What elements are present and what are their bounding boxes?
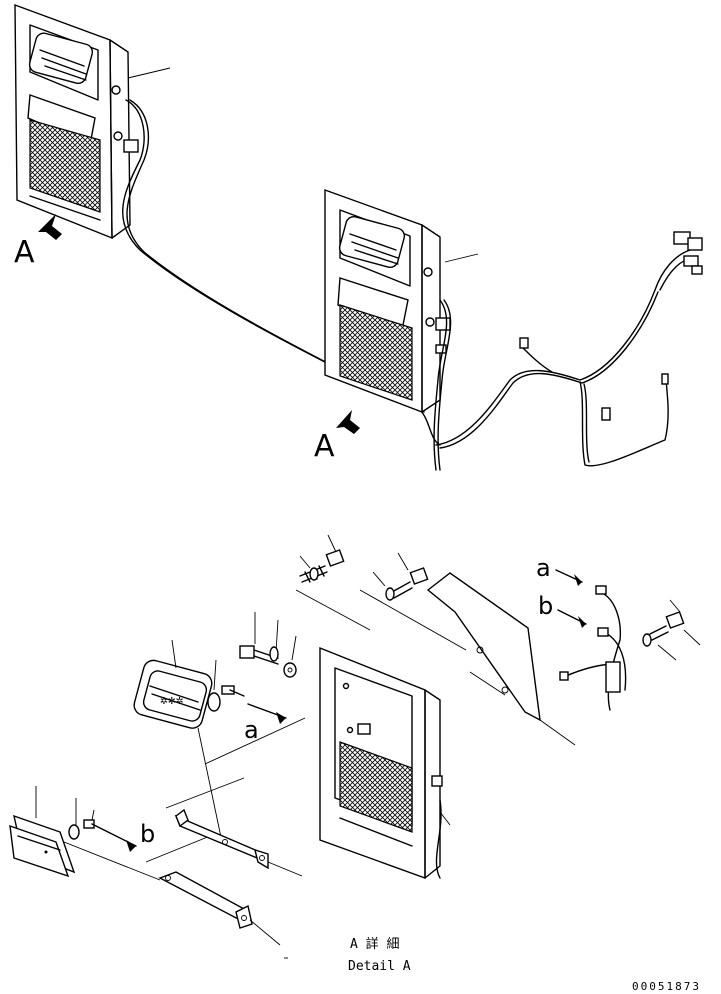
mounting-bracket (426, 572, 541, 722)
view-arrow-a-1: A (14, 214, 62, 270)
wire-harness-right (433, 231, 703, 471)
leader-line (127, 67, 171, 79)
lamp-housing (319, 646, 443, 879)
callout-a-right: a (536, 554, 551, 582)
callout-a-left: a (244, 716, 259, 744)
view-label-a-1: A (14, 235, 35, 270)
drawing-number: 00051873 (632, 980, 701, 993)
view-label-a-2: A (314, 429, 335, 464)
bolt (239, 645, 279, 665)
lamp-bracket (174, 808, 269, 870)
callout-b-left: b (140, 820, 155, 848)
small-lamp (9, 814, 105, 878)
detail-caption-jp: A 詳 細 (350, 936, 399, 952)
callout-b-right: b (538, 592, 553, 620)
detail-caption-en: Detail A (348, 959, 411, 974)
lamp-assembly-top-middle (324, 189, 451, 414)
detail-a-exploded-view: a b ✲✲✲ a (9, 534, 701, 974)
bolt (649, 611, 685, 641)
leader-line (444, 253, 479, 263)
view-arrow-a-2: A (314, 410, 360, 464)
work-lamp: ✲✲✲ (133, 659, 245, 729)
bolt (299, 549, 345, 583)
svg-text:✲✲✲: ✲✲✲ (160, 693, 184, 708)
lamp-assembly-top-left (14, 3, 139, 240)
small-bracket (158, 871, 253, 929)
bolt (391, 567, 429, 599)
